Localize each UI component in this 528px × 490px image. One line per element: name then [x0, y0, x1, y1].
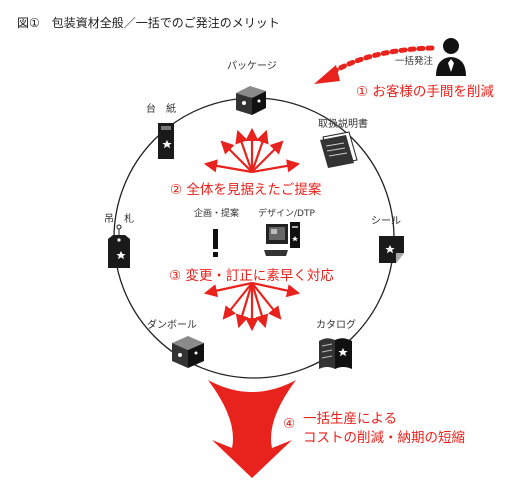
proposal-arrows	[203, 127, 301, 174]
point-2-label: ② 全体を見据えたご提案	[170, 182, 322, 198]
cost-reduction-funnel-arrow	[208, 380, 296, 478]
point-4-line1: 一括生産による	[303, 411, 398, 427]
response-arrows	[203, 281, 301, 332]
manual-label: 取扱説明書	[318, 119, 368, 130]
tag-label: 吊 札	[104, 214, 134, 225]
point-1-label: ① お客様の手間を削減	[356, 84, 494, 100]
hanging-tag-icon	[108, 224, 130, 268]
customer-person-icon	[436, 38, 466, 76]
order-label: 一括発注	[395, 56, 434, 67]
package-label: パッケージ	[227, 61, 277, 72]
manual-document-icon	[320, 131, 358, 168]
catalog-book-icon	[319, 338, 352, 369]
cycle-circle	[113, 97, 395, 379]
design-computer-icon	[264, 222, 300, 256]
mount-label: 台 紙	[146, 104, 176, 115]
cardboard-label: ダンボール	[147, 320, 197, 331]
cardboard-box-icon	[172, 336, 204, 368]
package-box-icon	[236, 86, 266, 115]
catalog-label: カタログ	[316, 320, 356, 331]
figure-title: 図① 包装資材全般／一括でのご発注のメリット	[17, 16, 280, 30]
design-label: デザイン/DTP	[258, 209, 315, 219]
order-dotted-arrow	[314, 45, 435, 84]
planning-exclamation-icon	[213, 229, 218, 257]
seal-sticker-icon	[379, 236, 404, 263]
planning-label: 企画・提案	[194, 209, 240, 219]
seal-label: シール	[371, 216, 401, 227]
point-4-line2: コストの削減・納期の短縮	[303, 430, 465, 446]
mount-card-icon	[158, 123, 174, 159]
point-4-number: ④	[283, 416, 296, 432]
point-3-label: ③ 変更・訂正に素早く対応	[169, 268, 334, 284]
